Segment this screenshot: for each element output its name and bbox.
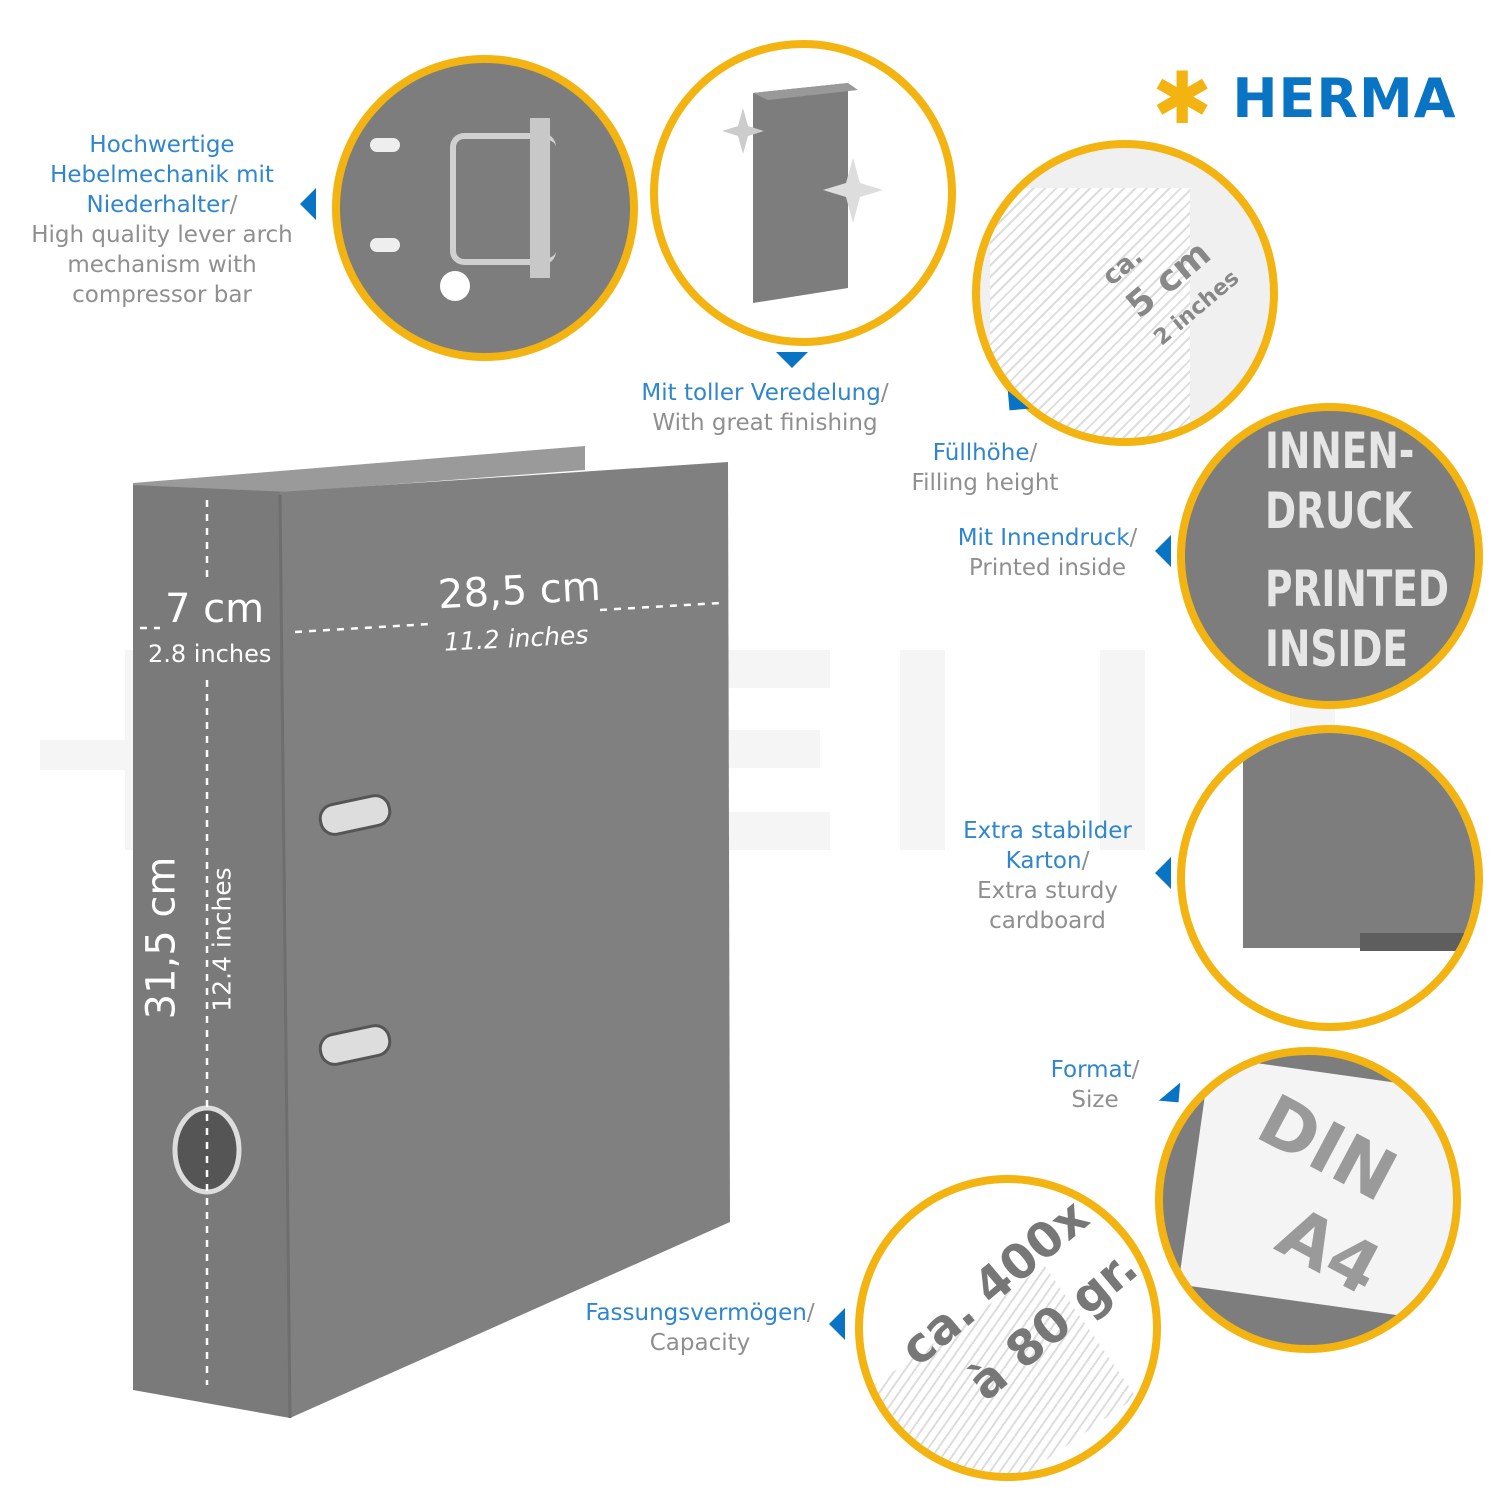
circle-text: PRINTED xyxy=(1265,560,1450,618)
capacity-circle: ca. 400x à 80 gr. xyxy=(855,1175,1161,1481)
mechanism-detail-circle xyxy=(332,55,638,361)
label-text: / xyxy=(880,380,889,406)
label-text: Mit Innendruck xyxy=(957,525,1130,551)
label-text: With great finishing xyxy=(652,410,878,436)
spine-ring-hole xyxy=(172,1105,242,1195)
depth-inches: 2.8 inches xyxy=(148,640,272,668)
circle-text: DRUCK xyxy=(1265,482,1413,540)
label-text: Extra stabilder xyxy=(963,818,1132,844)
finger-hole-top xyxy=(318,794,392,836)
label-text: Extra sturdy xyxy=(977,878,1118,904)
cardboard-circle xyxy=(1177,725,1483,1031)
feature-filling-height-label: Füllhöhe/ Filling height xyxy=(880,438,1090,498)
binder-spine xyxy=(133,485,290,1418)
depth-cm: 7 cm xyxy=(165,586,265,632)
lever-arch-icon xyxy=(450,133,556,265)
label-text: / xyxy=(1029,440,1038,466)
label-text: Capacity xyxy=(649,1330,751,1356)
finger-hole-bottom xyxy=(318,1024,392,1066)
binder-top-edge xyxy=(133,446,585,492)
binder-cover xyxy=(280,462,730,1418)
label-text: Hochwertige xyxy=(89,132,235,158)
label-text: Karton xyxy=(1005,848,1082,874)
label-text: / xyxy=(1129,525,1138,551)
pointer-arrow-left xyxy=(829,1308,845,1340)
feature-format-label: Format/ Size xyxy=(1010,1055,1180,1115)
label-text: Mit toller Veredelung xyxy=(641,380,881,406)
label-text: Format xyxy=(1050,1057,1132,1083)
label-text: / xyxy=(806,1300,815,1326)
printed-inside-circle: INNEN- DRUCK PRINTED INSIDE xyxy=(1177,403,1483,709)
feature-capacity-label: Fassungsvermögen/ Capacity xyxy=(570,1298,830,1358)
height-cm: 31,5 cm xyxy=(138,856,185,1020)
width-cm: 28,5 cm xyxy=(436,563,602,619)
finishing-detail-circle xyxy=(650,40,956,346)
pointer-arrow-left xyxy=(300,188,316,220)
label-text: Printed inside xyxy=(968,555,1127,581)
label-text: Niederhalter xyxy=(86,192,230,218)
brand-name: HERMA xyxy=(1232,66,1457,130)
feature-printed-inside-label: Mit Innendruck/ Printed inside xyxy=(935,523,1160,583)
feature-cardboard-label: Extra stabilder Karton/ Extra sturdy car… xyxy=(930,816,1165,936)
label-text: / xyxy=(229,192,238,218)
circle-text: INNEN- xyxy=(1265,422,1415,480)
pointer-arrow-down xyxy=(776,352,808,368)
label-text: mechanism with xyxy=(67,252,257,278)
label-text: Hebelmechanik mit xyxy=(50,162,274,188)
height-inches: 12.4 inches xyxy=(207,867,237,1012)
sparkle-icon xyxy=(823,158,883,223)
label-text: / xyxy=(1131,1057,1140,1083)
pointer-arrow-left xyxy=(1155,857,1171,889)
filling-height-circle: ca. 5 cm 2 inches xyxy=(972,140,1278,446)
format-circle: DIN A4 xyxy=(1155,1047,1461,1353)
pointer-arrow-left xyxy=(1155,535,1171,567)
label-text: Füllhöhe xyxy=(932,440,1030,466)
label-text: Filling height xyxy=(911,470,1059,496)
feature-finishing-label: Mit toller Veredelung/ With great finish… xyxy=(600,378,930,438)
label-text: Fassungsvermögen xyxy=(585,1300,807,1326)
label-text: cardboard xyxy=(989,908,1106,934)
label-text: High quality lever arch xyxy=(31,222,293,248)
circle-text: INSIDE xyxy=(1265,620,1409,678)
label-text: Size xyxy=(1071,1087,1119,1113)
feature-mechanism-label: Hochwertige Hebelmechanik mit Niederhalt… xyxy=(2,130,322,310)
sparkle-icon xyxy=(722,108,764,154)
herma-star-icon: ✱ xyxy=(1152,56,1213,140)
label-text: / xyxy=(1081,848,1090,874)
label-text: compressor bar xyxy=(72,282,252,308)
herma-logo: ✱ HERMA xyxy=(1152,56,1457,140)
